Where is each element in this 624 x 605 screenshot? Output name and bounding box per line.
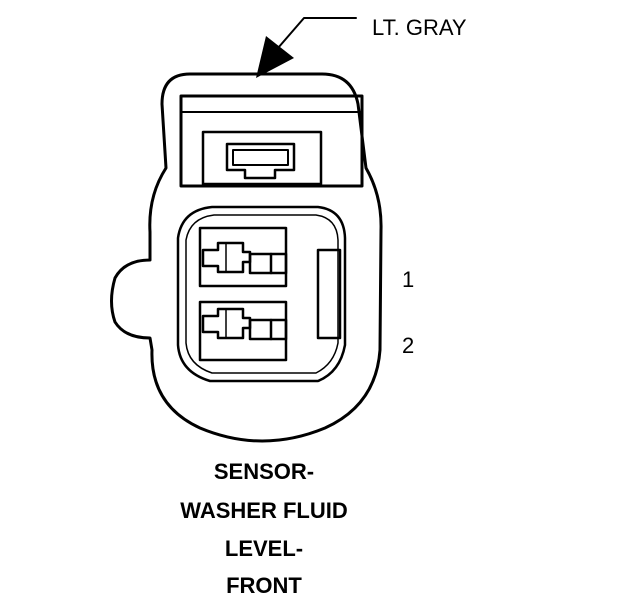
connector-outer-shell xyxy=(110,72,383,443)
pin-label-1: 1 xyxy=(402,267,414,292)
terminal-cavity xyxy=(176,205,347,383)
caption-line-1: SENSOR- xyxy=(214,459,314,484)
terminal-cavity-inner xyxy=(185,214,339,374)
wire-color-label: LT. GRAY xyxy=(372,15,467,40)
caption-line-2: WASHER FLUID xyxy=(180,498,347,523)
caption-line-4: FRONT xyxy=(226,573,302,598)
locking-tab-detail xyxy=(232,149,289,166)
callout-leader-line xyxy=(277,17,357,49)
callout-arrowhead xyxy=(256,36,294,78)
locking-tab-frame xyxy=(201,130,323,186)
pin-label-2: 2 xyxy=(402,333,414,358)
terminal-2 xyxy=(198,300,288,362)
terminal-1 xyxy=(198,226,288,288)
locking-tab-inner xyxy=(225,142,296,180)
caption-line-3: LEVEL- xyxy=(225,536,303,561)
keying-rib xyxy=(316,248,342,340)
top-housing xyxy=(179,94,364,188)
